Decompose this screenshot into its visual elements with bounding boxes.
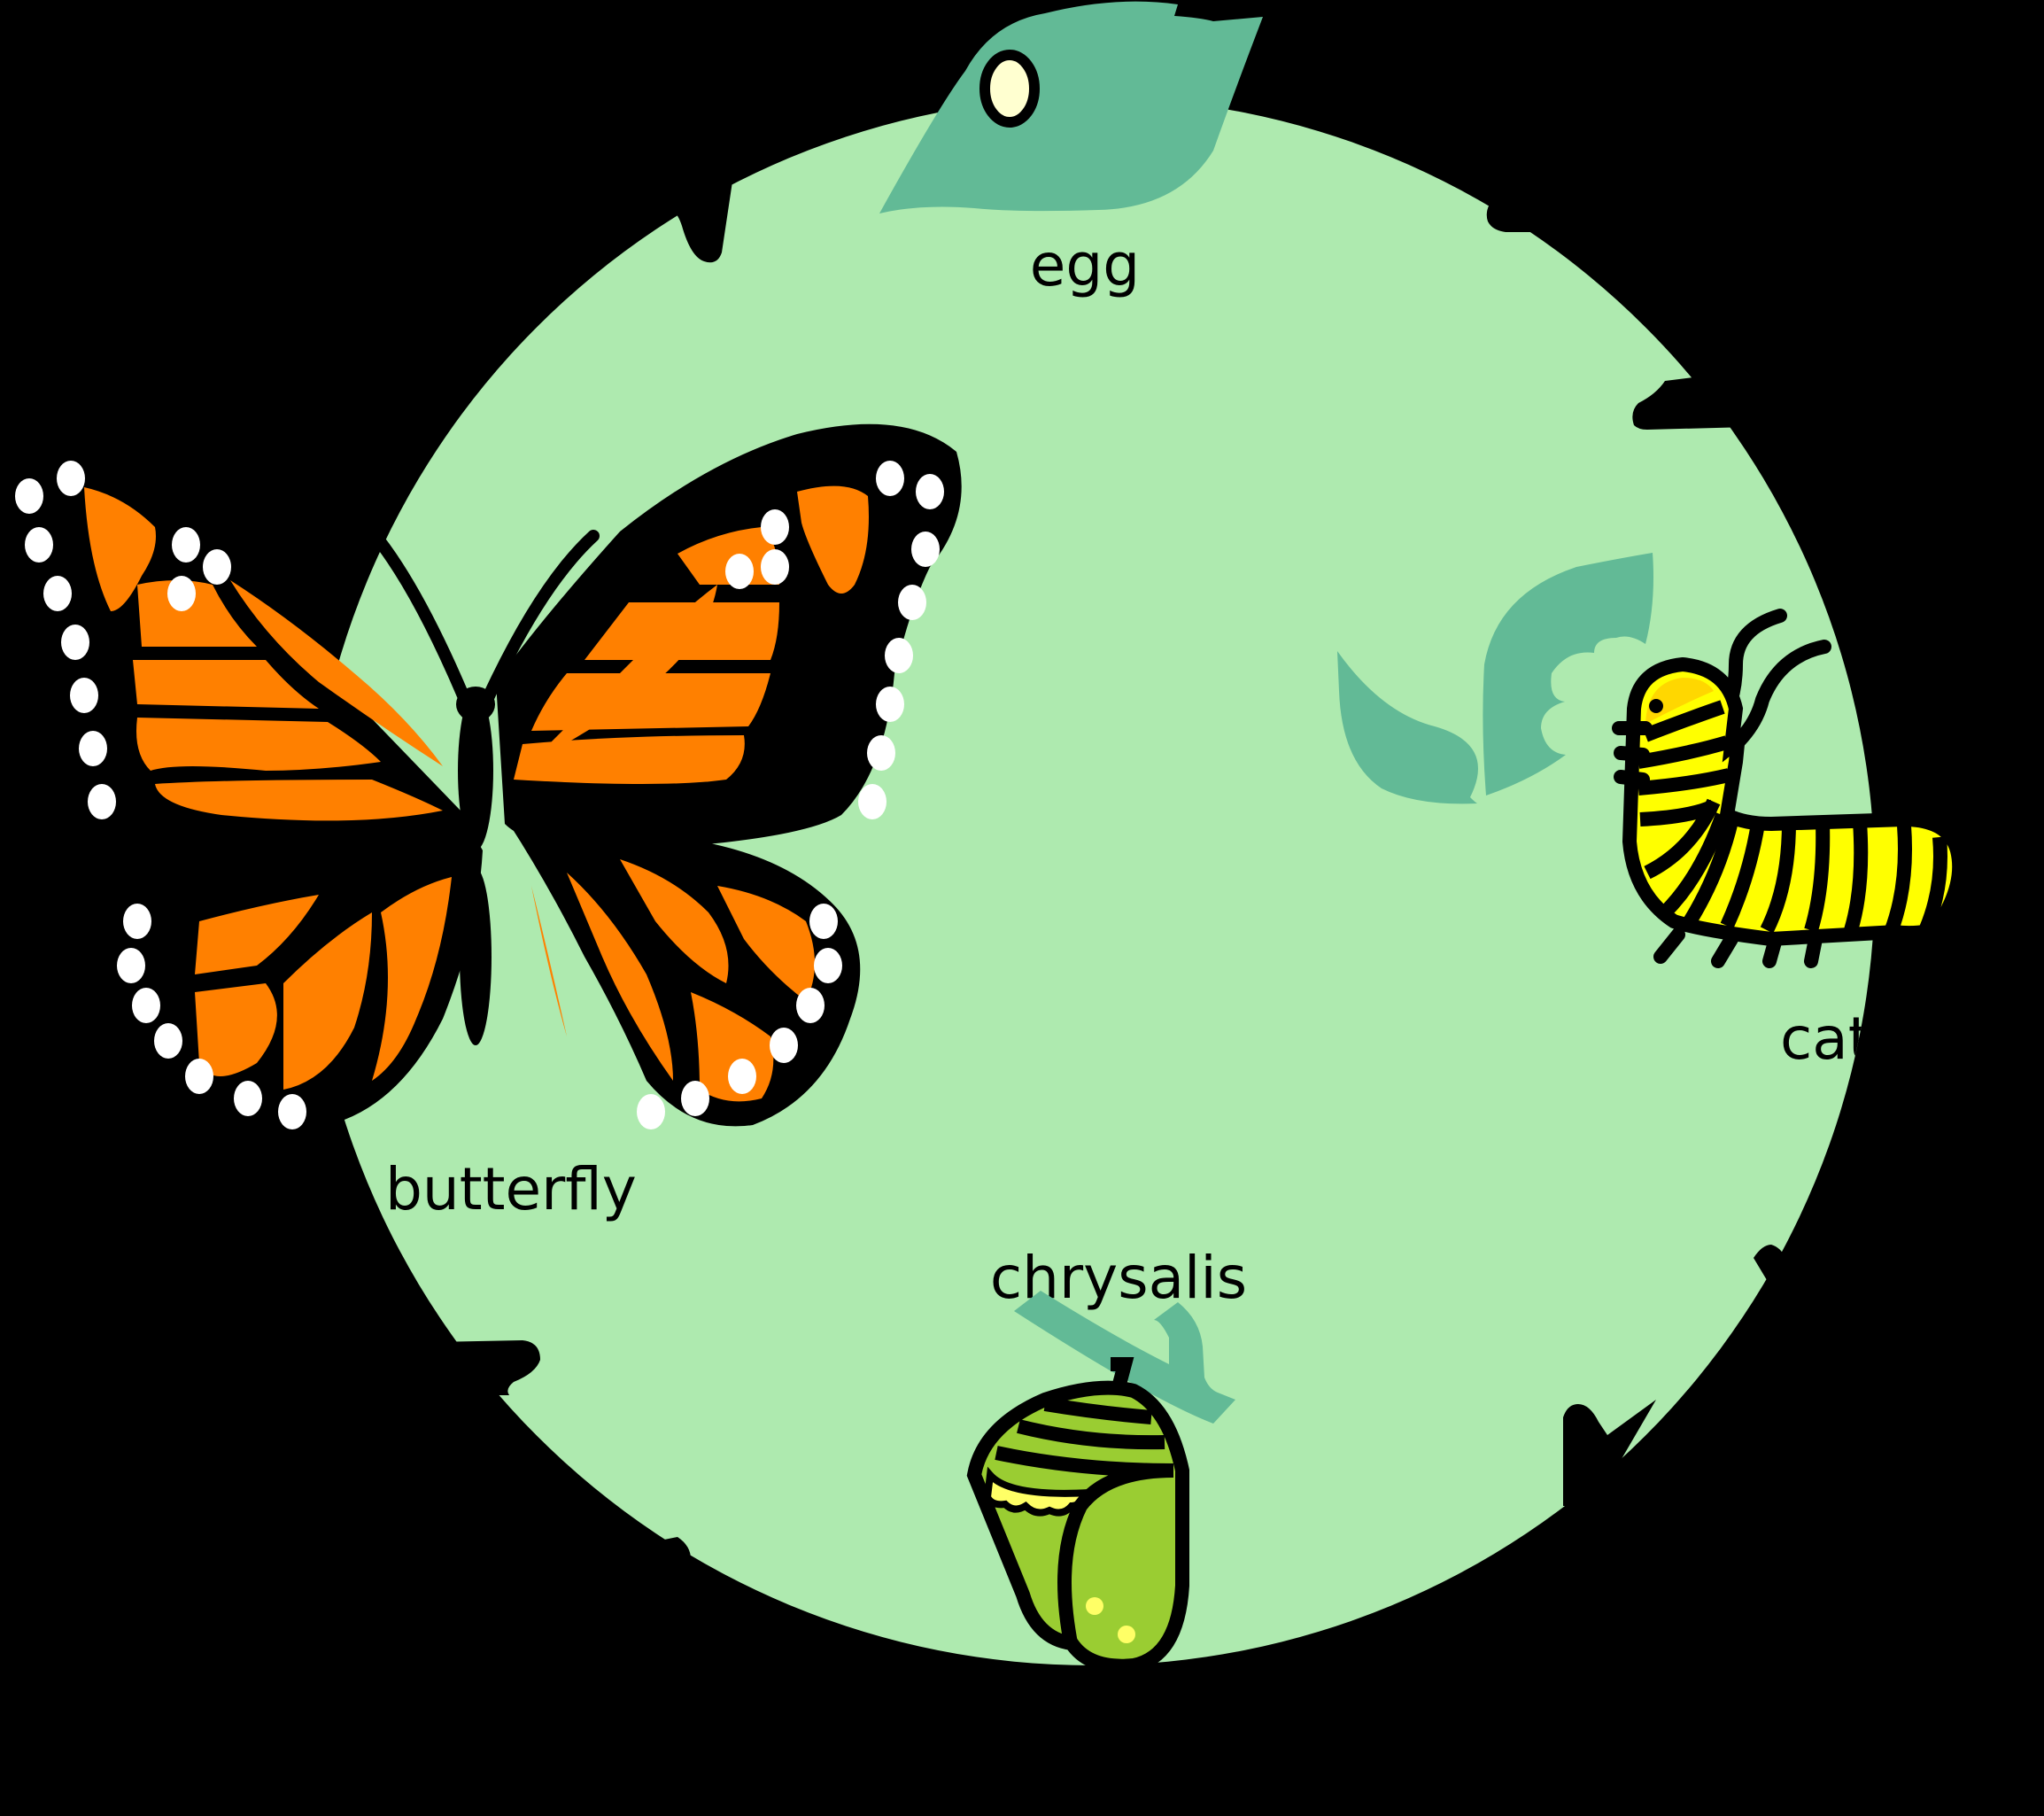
butterfly-icon [15,423,962,1129]
arrow-notch-right-upper [1486,177,1559,232]
chrysalis-stage: chrysalis [966,1244,1247,1673]
caterpillar-icon [1612,609,1967,968]
caterpillar-leaf-right [1483,553,1653,795]
arrow-notch-upper-left [461,354,492,378]
caterpillar-stage: caterpillar [1337,553,1967,1073]
arrow-notch-top-left [673,164,735,263]
caterpillar-leaf-left [1337,651,1478,804]
egg-icon [979,50,1040,128]
egg-stage: egg [879,1,1263,299]
egg-leaf [879,1,1263,213]
arrow-notch-bottom-left-2 [655,1537,691,1595]
arrow-notch-right [1632,372,1749,430]
label-egg: egg [1030,231,1140,299]
arrow-notch-bottom-left [416,1340,540,1395]
label-butterfly: butterfly [385,1155,637,1223]
butterfly-stage: butterfly [15,423,962,1223]
arrow-notch-bottom-right [1563,1400,1656,1506]
chrysalis-icon [966,1357,1189,1673]
arrow-notch-right-lower [1754,1240,1807,1302]
